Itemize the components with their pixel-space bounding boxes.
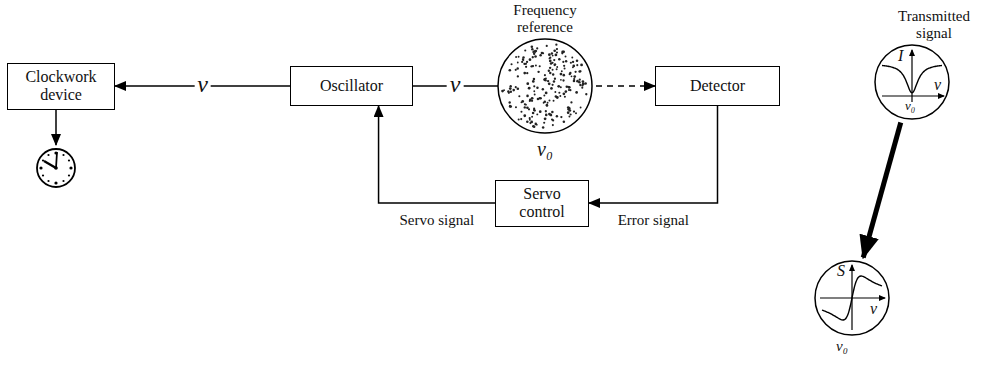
plot-figure bbox=[497, 38, 593, 134]
figure-heading: Frequency reference bbox=[500, 2, 590, 35]
clock-icon bbox=[37, 149, 75, 187]
signal-arrow bbox=[379, 106, 495, 203]
axis-label: ν₀ bbox=[836, 338, 848, 355]
axis-label: I bbox=[898, 47, 903, 65]
axis-label: ν₀ bbox=[537, 138, 553, 160]
node-label: Oscillator bbox=[320, 77, 383, 95]
plot-figure bbox=[814, 260, 890, 336]
detector-box: Detector bbox=[655, 66, 780, 106]
node-label: Servo control bbox=[502, 185, 582, 222]
axis-label: ν₀ bbox=[905, 99, 915, 113]
clock-arrow bbox=[55, 106, 57, 145]
frequency-symbol: ν bbox=[447, 71, 464, 97]
signal-arrow bbox=[589, 106, 718, 203]
frequency-symbol: ν bbox=[194, 71, 211, 97]
transmitted-signal-plot: Transmitted signalIνν₀ bbox=[874, 44, 950, 120]
node-label: Detector bbox=[690, 77, 745, 95]
axis-label: ν bbox=[870, 300, 877, 318]
servo-control-box: Servo control bbox=[495, 180, 589, 227]
axis-label: ν bbox=[934, 76, 941, 94]
node-label: Clockwork device bbox=[14, 68, 108, 105]
node-label: S bbox=[837, 262, 845, 280]
signal-label: Error signal bbox=[615, 212, 692, 229]
figure-heading: Transmitted signal bbox=[889, 8, 979, 41]
oscillator-box: Oscillator bbox=[290, 66, 413, 106]
frequency-reference: Frequency referenceν₀ bbox=[497, 38, 593, 134]
error-signal-plot: Sνν₀ bbox=[814, 260, 890, 336]
block-arrow bbox=[863, 122, 901, 257]
signal-label: Servo signal bbox=[396, 212, 477, 229]
clockwork-box: Clockwork device bbox=[7, 63, 115, 110]
